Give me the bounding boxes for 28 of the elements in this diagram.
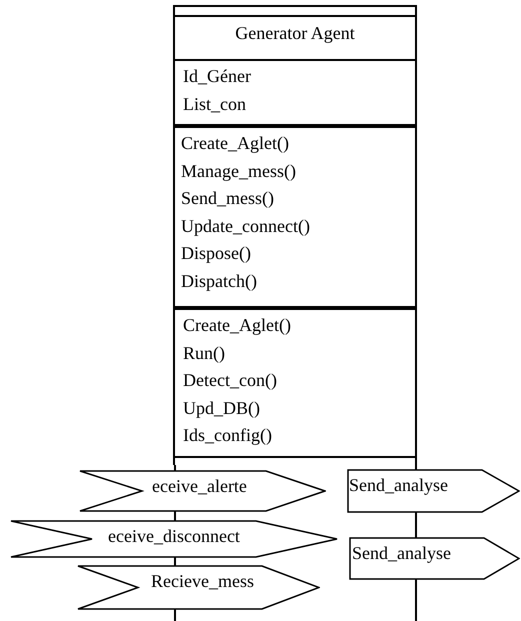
member-text: Run() — [183, 342, 225, 365]
member-text: Upd_DB() — [183, 396, 260, 420]
member-text: Send_mess() — [181, 187, 274, 210]
signal-label: eceive_alerte — [152, 475, 247, 498]
compartment — [175, 59, 415, 126]
member-text: Id_Géner — [183, 65, 251, 88]
send-signal — [349, 537, 520, 580]
signal-label: Recieve_mess — [151, 570, 254, 593]
compartment — [175, 308, 415, 458]
receive-signal — [10, 520, 338, 558]
member-text: Manage_mess() — [181, 160, 296, 183]
member-text: Dispatch() — [181, 270, 257, 293]
receive-signal — [79, 470, 326, 512]
signal-label: eceive_disconnect — [108, 525, 240, 548]
compartment — [175, 126, 415, 308]
member-text: Update_connect() — [181, 214, 310, 238]
signal-label: Send_analyse — [349, 474, 448, 497]
member-text: List_con — [183, 92, 246, 116]
receive-signal — [77, 565, 320, 610]
member-text: Create_Aglet() — [183, 314, 291, 337]
class-box — [173, 5, 417, 465]
class-name: Generator Agent — [235, 22, 355, 45]
member-text: Dispose() — [181, 242, 251, 265]
member-text: Detect_con() — [183, 369, 277, 392]
member-text: Ids_config() — [183, 424, 272, 447]
send-signal — [347, 469, 520, 513]
signal-label: Send_analyse — [352, 542, 451, 565]
member-text: Create_Aglet() — [181, 132, 289, 155]
